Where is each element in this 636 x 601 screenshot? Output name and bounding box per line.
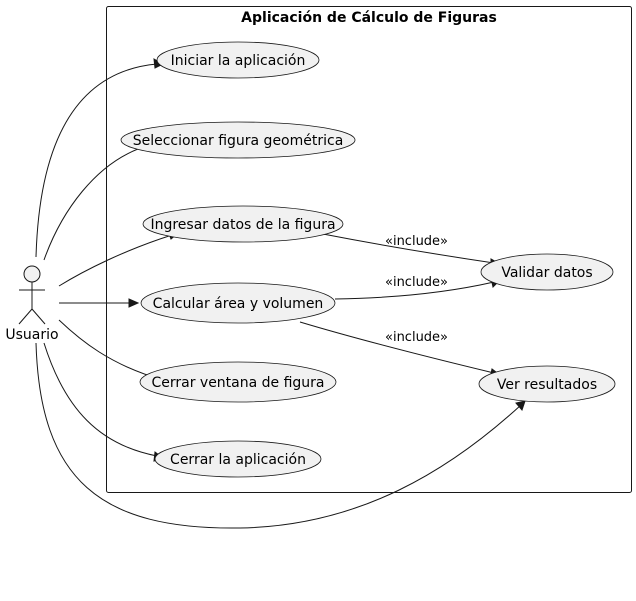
use-case-cerrar-ventana-label: Cerrar ventana de figura <box>151 375 324 391</box>
use-case-ingresar[interactable]: Ingresar datos de la figura <box>142 205 344 243</box>
use-case-ver[interactable]: Ver resultados <box>478 365 616 403</box>
use-case-cerrar-ventana[interactable]: Cerrar ventana de figura <box>139 361 337 403</box>
use-case-seleccionar[interactable]: Seleccionar figura geométrica <box>120 121 356 159</box>
actor-head <box>23 265 41 283</box>
arrowhead-calcular <box>128 298 140 308</box>
use-case-calcular-shape <box>140 282 336 324</box>
actor-left-leg <box>18 308 33 325</box>
edge-actor-iniciar <box>35 63 158 258</box>
use-case-seleccionar-label: Seleccionar figura geométrica <box>133 133 344 149</box>
edge-calcular-ver <box>299 321 495 374</box>
use-case-cerrar-app-shape <box>154 440 322 478</box>
use-case-ingresar-shape <box>142 205 344 243</box>
edge-actor-ingresar <box>58 234 173 287</box>
edge-ingresar-validar <box>322 233 495 264</box>
use-case-ver-label: Ver resultados <box>497 377 597 393</box>
edge-actor-cerrar-app <box>43 342 158 457</box>
use-case-cerrar-app[interactable]: Cerrar la aplicación <box>154 440 322 478</box>
actor-usuario[interactable]: Usuario <box>5 265 59 343</box>
use-case-iniciar-label: Iniciar la aplicación <box>171 53 306 69</box>
use-case-calcular[interactable]: Calcular área y volumen <box>140 282 336 324</box>
actor-label: Usuario <box>5 327 58 343</box>
arrowhead-ver <box>515 400 526 411</box>
use-case-ingresar-label: Ingresar datos de la figura <box>150 217 335 233</box>
edge-actor-cerrar-ventana <box>58 319 164 381</box>
use-case-validar[interactable]: Validar datos <box>480 253 614 291</box>
system-title: Aplicación de Cálculo de Figuras <box>241 10 497 26</box>
use-case-validar-shape <box>480 253 614 291</box>
use-case-cerrar-ventana-shape <box>139 361 337 403</box>
system-boundary-box <box>106 6 632 493</box>
system-boundary: Aplicación de Cálculo de Figuras <box>106 6 632 493</box>
use-case-iniciar-shape <box>156 41 320 79</box>
use-case-ver-shape <box>478 365 616 403</box>
use-case-validar-label: Validar datos <box>501 265 592 281</box>
edge-calcular-validar <box>334 281 495 300</box>
edge-actor-seleccionar <box>43 144 151 261</box>
include-label-ingresar-validar: «include» <box>385 234 448 249</box>
include-label-calcular-validar: «include» <box>385 275 448 290</box>
use-case-calcular-label: Calcular área y volumen <box>153 296 324 312</box>
use-case-cerrar-app-label: Cerrar la aplicación <box>170 452 306 468</box>
include-label-calcular-ver: «include» <box>385 330 448 345</box>
use-case-iniciar[interactable]: Iniciar la aplicación <box>156 41 320 79</box>
use-case-seleccionar-shape <box>120 121 356 159</box>
actor-right-leg <box>31 308 46 325</box>
edge-actor-ver <box>35 342 522 529</box>
